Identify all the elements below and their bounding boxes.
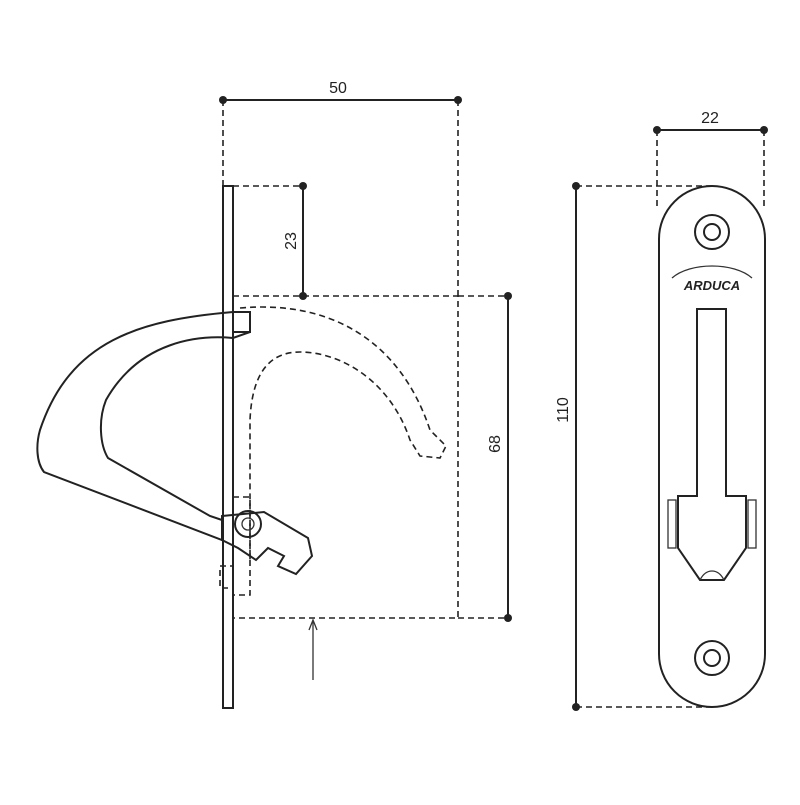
- dim-110-top-dot: [572, 182, 580, 190]
- top-screw-hole-outer: [694, 214, 730, 250]
- dim-label-68: 68: [487, 435, 504, 453]
- dim-110-bottom-dot: [572, 703, 580, 711]
- dim-68-top-dot: [504, 292, 512, 300]
- dim-68-bottom-dot: [504, 614, 512, 622]
- hook-extended: [36, 311, 251, 542]
- dim-22-left-dot: [653, 126, 661, 134]
- dim-23-top-dot: [299, 182, 307, 190]
- dim-22-right-dot: [760, 126, 768, 134]
- bottom-screw-hole-outer: [694, 640, 730, 676]
- front-view: 22 110 ARDUCA: [555, 110, 768, 711]
- hook-slot: [677, 308, 747, 581]
- dim-label-23: 23: [283, 232, 300, 250]
- dim-23-bottom-dot: [299, 292, 307, 300]
- dim-50-left-dot: [219, 96, 227, 104]
- mounting-plate-side: [222, 185, 234, 709]
- side-view: 50 23 68: [36, 80, 512, 709]
- dim-50-right-dot: [454, 96, 462, 104]
- direction-arrow-head: [308, 618, 318, 631]
- dim-label-50: 50: [329, 80, 347, 97]
- top-screw-hole-inner: [703, 223, 721, 241]
- backplate-outline: [233, 295, 459, 619]
- dim-label-22: 22: [701, 110, 719, 127]
- hook-retracted-outline: [239, 306, 447, 560]
- logo-text: ARDUCA: [683, 278, 740, 293]
- pivot-outer: [234, 510, 262, 538]
- dim-label-110: 110: [555, 397, 572, 423]
- slot-bottom-curve: [699, 570, 725, 581]
- slot-left-clip: [667, 499, 677, 549]
- latch-arm: [221, 510, 314, 576]
- pivot-tab-outline: [219, 565, 234, 589]
- pivot-housing-outline: [233, 496, 251, 596]
- front-plate: [658, 185, 766, 708]
- hook-end-cap: [233, 311, 251, 333]
- bottom-screw-hole-inner: [703, 649, 721, 667]
- pivot-inner: [241, 517, 255, 531]
- slot-right-clip: [747, 499, 757, 549]
- logo-arc: [671, 265, 753, 279]
